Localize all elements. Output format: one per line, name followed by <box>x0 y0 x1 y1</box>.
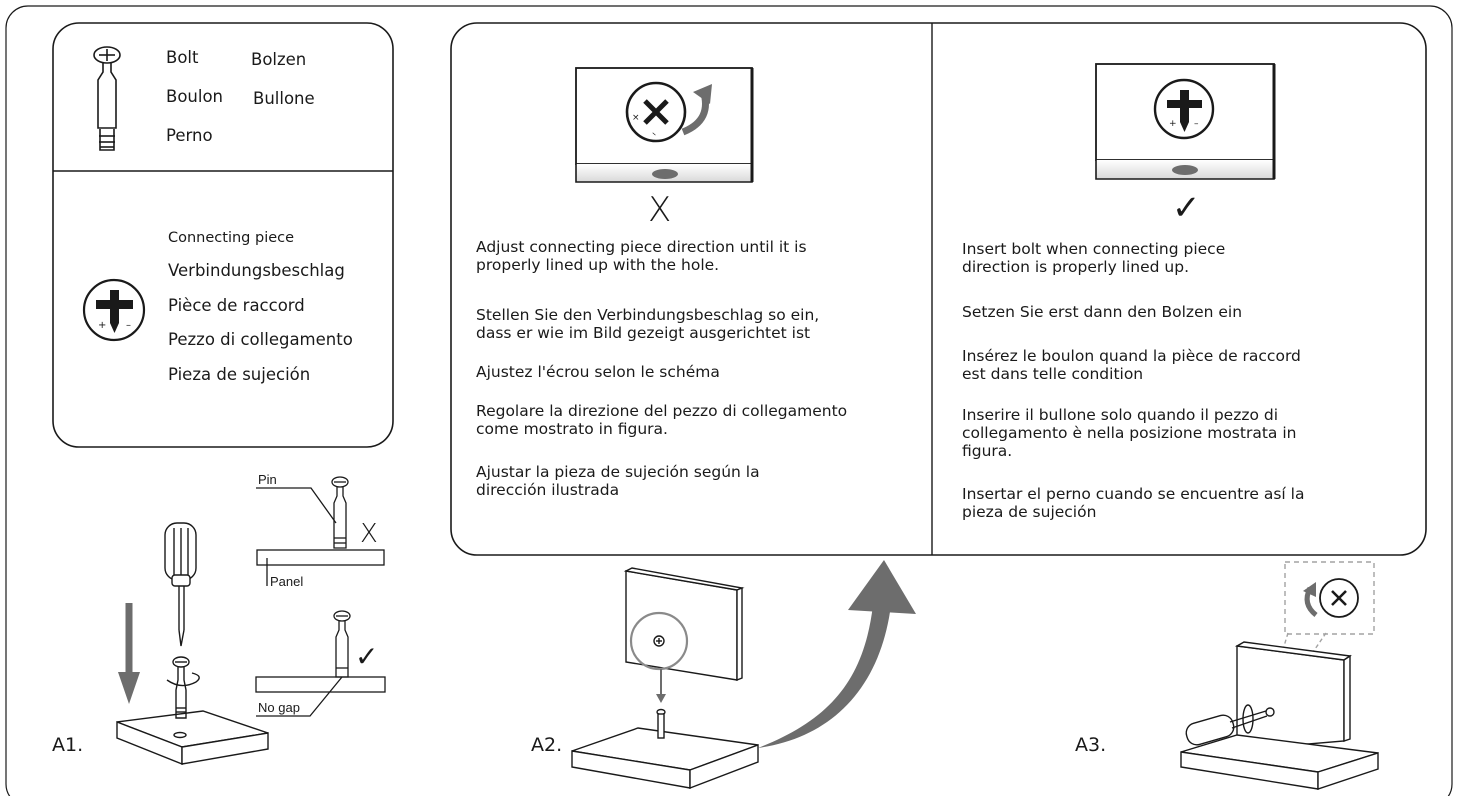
svg-text:–: – <box>649 129 659 140</box>
wrong-instruction-de: Stellen Sie den Verbindungsbeschlag so e… <box>476 306 820 342</box>
pin-wrong-detail <box>256 476 385 586</box>
right-instruction-fr: Insérez le boulon quand la pièce de racc… <box>962 347 1301 383</box>
bolt-name-it: Bullone <box>253 89 315 108</box>
step-a3-illustration <box>1180 561 1379 790</box>
rotate-arrow-icon <box>693 84 712 104</box>
connecting-piece-name-fr: Pièce de raccord <box>168 296 305 315</box>
step-a3-label: A3. <box>1075 734 1107 756</box>
bolt-name-es: Perno <box>166 126 213 145</box>
page-frame <box>5 5 1453 796</box>
bolt-name-fr: Boulon <box>166 87 224 106</box>
connecting-piece-name-it: Pezzo di collegamento <box>168 330 353 349</box>
bolt-name-en: Bolt <box>166 48 199 67</box>
wrong-orientation-illustration: × – <box>575 67 754 183</box>
connecting-piece-name-en: Connecting piece <box>168 230 295 246</box>
right-instruction-it: Inserire il bullone solo quando il pezzo… <box>962 406 1297 460</box>
screwdriver-icon <box>164 522 197 647</box>
step-a2-illustration <box>571 567 759 790</box>
right-instruction-en: Insert bolt when connecting piece direct… <box>962 240 1226 276</box>
large-arrow-icon <box>758 560 916 748</box>
pin-label: Pin <box>258 472 277 487</box>
bolt-icon <box>93 46 121 151</box>
step-a1-illustration <box>116 522 269 766</box>
right-instruction-es: Insertar el perno cuando se encuentre as… <box>962 485 1305 521</box>
correct-orientation-illustration: + – <box>1095 63 1276 180</box>
wrong-instruction-it: Regolare la direzione del pezzo di colle… <box>476 402 848 438</box>
right-instruction-de: Setzen Sie erst dann den Bolzen ein <box>962 303 1243 321</box>
pin-wrong-mark: X <box>360 519 378 549</box>
connecting-piece-name-es: Pieza de sujeción <box>168 365 311 384</box>
step-a1-label: A1. <box>52 734 84 756</box>
svg-text:+: + <box>1169 119 1177 129</box>
panel-label: Panel <box>270 574 304 589</box>
correct-mark: ✓ <box>1172 188 1201 228</box>
connecting-piece-icon: + – <box>82 278 146 342</box>
svg-text:–: – <box>126 320 131 331</box>
connecting-piece-name-de: Verbindungsbeschlag <box>168 261 345 280</box>
instruction-box <box>450 22 1427 556</box>
wrong-instruction-en: Adjust connecting piece direction until … <box>476 238 807 274</box>
step-a2-label: A2. <box>531 734 563 756</box>
wrong-instruction-es: Ajustar la pieza de sujeción según la di… <box>476 463 760 499</box>
wrong-mark: X <box>648 190 672 230</box>
svg-text:–: – <box>1194 119 1199 129</box>
pin-right-mark: ✓ <box>355 640 379 673</box>
wrong-instruction-fr: Ajustez l'écrou selon le schéma <box>476 363 720 381</box>
no-gap-label: No gap <box>258 700 300 715</box>
pin-right-detail <box>255 610 386 717</box>
legend-box <box>52 22 394 448</box>
svg-text:+: + <box>98 320 106 331</box>
bolt-name-de: Bolzen <box>251 50 307 69</box>
svg-text:×: × <box>632 113 640 123</box>
